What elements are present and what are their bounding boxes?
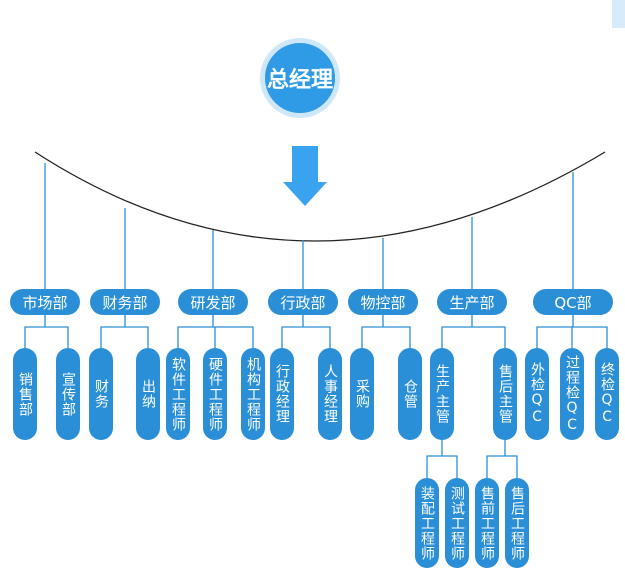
dept-finance: 财务部	[90, 289, 160, 315]
role-production-supervisor: 生产主管	[430, 348, 454, 440]
role-hr-manager: 人事经理	[318, 348, 342, 440]
dept-rnd: 研发部	[178, 289, 248, 315]
role-incoming-qc: 外检QC	[525, 348, 549, 440]
role-warehouse: 仓管	[398, 348, 422, 440]
role-sales: 销售部	[13, 348, 37, 440]
dept-qc: QC部	[533, 289, 613, 315]
role-aftersales-engineer: 售后工程师	[505, 478, 529, 568]
dept-production: 生产部	[437, 289, 507, 315]
main-curve	[34, 151, 606, 242]
dept-marketing: 市场部	[10, 289, 80, 315]
down-arrow-icon	[283, 146, 327, 206]
role-hardware-engineer: 硬件工程师	[203, 348, 227, 440]
dept-material-control: 物控部	[348, 289, 418, 315]
corner-tab	[612, 0, 625, 28]
role-software-engineer: 软件工程师	[166, 348, 190, 440]
role-presales-engineer: 售前工程师	[475, 478, 499, 568]
role-process-qc: 过程检QC	[560, 348, 584, 440]
role-promotion: 宣传部	[56, 348, 80, 440]
dept-drops	[44, 163, 574, 290]
role-test-engineer: 测试工程师	[445, 478, 469, 568]
role-cashier: 出纳	[136, 348, 160, 440]
role-accounting: 财务	[89, 348, 113, 440]
role-purchasing: 采购	[350, 348, 374, 440]
dept-admin: 行政部	[268, 289, 338, 315]
role-final-qc: 终检QC	[595, 348, 619, 440]
role-mechanical-engineer: 机构工程师	[241, 348, 265, 440]
role-admin-manager: 行政经理	[270, 348, 294, 440]
ceo-node: 总经理	[260, 38, 340, 118]
role-assembly-engineer: 装配工程师	[415, 478, 439, 568]
role-aftersales-supervisor: 售后主管	[493, 348, 517, 440]
sub-brackets	[24, 314, 608, 478]
